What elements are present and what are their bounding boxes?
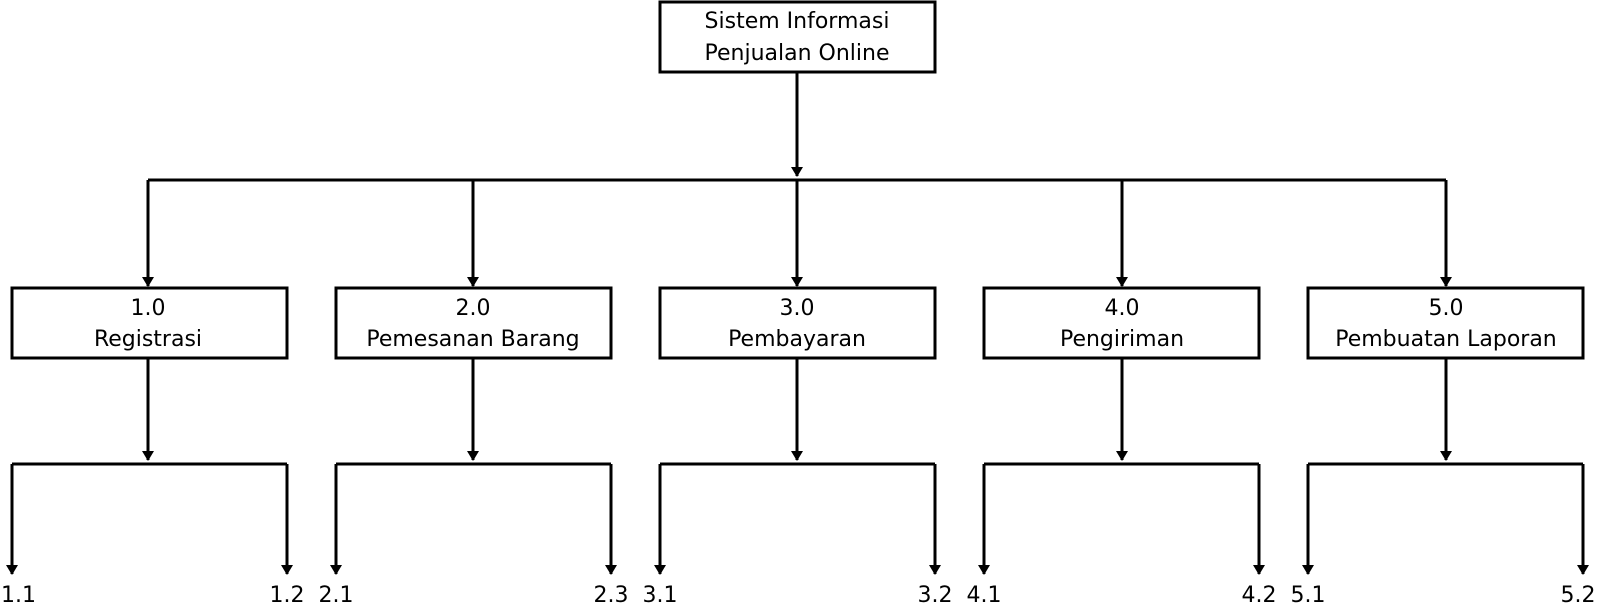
module-2-box — [334, 286, 613, 360]
module-3-number: 3.0 — [780, 296, 815, 321]
leaf-2.3-label: 2.3 — [594, 583, 629, 604]
module-1-number: 1.0 — [131, 296, 166, 321]
leaf-4.1-label: 4.1 — [967, 583, 1002, 604]
root-box — [658, 0, 937, 74]
leaf-5.1-label: 5.1 — [1291, 583, 1326, 604]
module-2-number: 2.0 — [456, 296, 491, 321]
module-1-name: Registrasi — [94, 327, 202, 352]
leaf-1.1-label: 1.1 — [1, 583, 36, 604]
leaf-3.1-label: 3.1 — [643, 583, 678, 604]
module-3-name: Pembayaran — [728, 327, 866, 352]
module-4-number: 4.0 — [1105, 296, 1140, 321]
leaf-4.2-label: 4.2 — [1242, 583, 1277, 604]
module-5-name: Pembuatan Laporan — [1335, 327, 1557, 352]
module-5-number: 5.0 — [1429, 296, 1464, 321]
leaf-2.1-label: 2.1 — [319, 583, 354, 604]
root-title-line2: Penjualan Online — [705, 41, 890, 66]
module-1-box — [10, 286, 289, 360]
leaf-3.2-label: 3.2 — [918, 583, 953, 604]
module-5-box — [1306, 286, 1585, 360]
root-node: Sistem Informasi Penjualan Online — [658, 0, 937, 74]
module-2-name: Pemesanan Barang — [366, 327, 579, 352]
module-4-name: Pengiriman — [1060, 327, 1184, 352]
root-title-line1: Sistem Informasi — [705, 9, 890, 34]
leaf-5.2-label: 5.2 — [1561, 583, 1596, 604]
leaf-1.2-label: 1.2 — [270, 583, 305, 604]
module-4-box — [982, 286, 1261, 360]
